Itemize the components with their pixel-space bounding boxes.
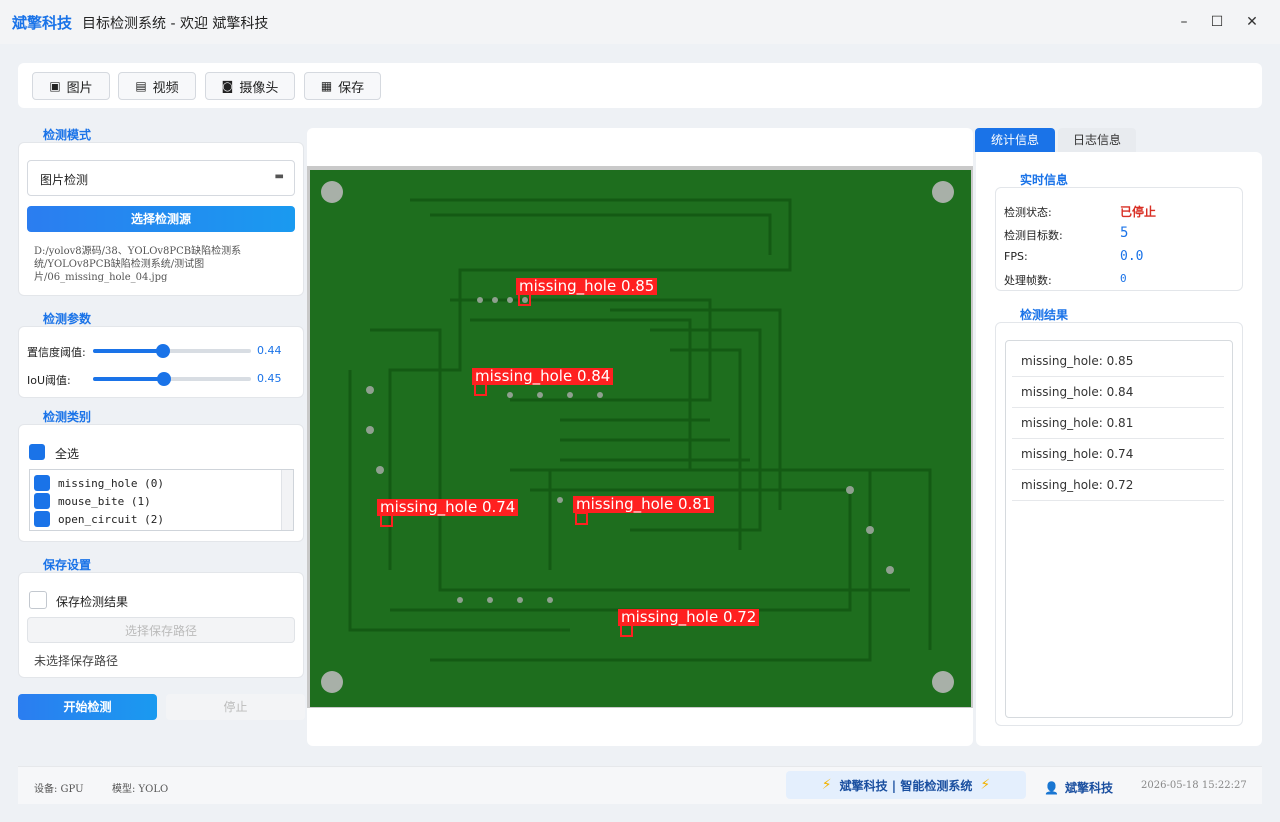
class-list-scrollbar[interactable] [281,470,293,530]
iou-value: 0.45 [257,372,282,385]
iou-slider[interactable] [93,377,251,381]
select-source-button[interactable]: 选择检测源 [27,206,295,232]
class-item[interactable]: missing_hole (0) [34,475,164,491]
detection-box [575,512,588,525]
toolbar: ▣ 图片 ▤ 视频 ◙ 摄像头 ▦ 保存 [18,63,1262,108]
conf-value: 0.44 [257,344,282,357]
source-path: D:/yolov8源码/38、YOLOv8PCB缺陷检测系统/YOLOv8PCB… [34,246,242,283]
conf-slider-fill [93,349,163,353]
brand-banner: ⚡ 斌擎科技 | 智能检测系统 ⚡ [786,771,1026,799]
classes-section-title: 检测类别 [43,410,92,424]
device-info: 设备: GPU [34,784,84,795]
image-icon: ▣ [49,79,61,93]
stat-label: 处理帧数: [1004,274,1052,287]
realtime-section-title: 实时信息 [1020,173,1069,187]
iou-label: IoU阈值: [27,374,71,387]
maximize-button[interactable]: ☐ [1210,14,1224,30]
detection-label: missing_hole 0.81 [573,496,715,513]
class-label: mouse_bite (1) [58,494,151,508]
clock: 2026-05-18 15:22:27 [1141,780,1247,791]
app-brand: 斌擎科技 [12,14,73,32]
save-button[interactable]: ▦ 保存 [304,72,381,100]
iou-slider-handle[interactable] [157,372,171,386]
close-button[interactable]: ✕ [1246,14,1258,30]
lightning-icon: ⚡ [821,777,832,793]
class-label: missing_hole (0) [58,476,164,490]
detection-label: missing_hole 0.72 [618,609,760,626]
mode-select[interactable]: 图片检测 ▬ [27,160,295,196]
user-info[interactable]: 👤 斌擎科技 [1044,779,1113,796]
detection-label: missing_hole 0.84 [472,368,614,385]
image-button[interactable]: ▣ 图片 [32,72,110,100]
class-label: open_circuit (2) [58,512,164,526]
window-title: 目标检测系统 - 欢迎 斌擎科技 [82,16,269,32]
result-item[interactable]: missing_hole: 0.72 [1012,470,1224,501]
video-button-label: 视频 [152,80,179,96]
pcb-traces [321,181,954,693]
params-section-title: 检测参数 [43,312,92,326]
result-item[interactable]: missing_hole: 0.81 [1012,408,1224,439]
camera-icon: ◙ [221,79,234,93]
conf-slider-handle[interactable] [156,344,170,358]
save-button-label: 保存 [338,80,365,96]
brand-banner-text: 斌擎科技 | 智能检测系统 [839,778,973,793]
detection-label: missing_hole 0.74 [377,499,519,516]
class-list[interactable]: missing_hole (0) mouse_bite (1) open_cir… [29,469,294,531]
dropdown-arrow-icon: ▬ [274,171,284,182]
results-list[interactable] [1005,340,1233,718]
params-card [18,326,304,398]
mode-section-title: 检测模式 [43,128,92,142]
tab-statistics[interactable]: 统计信息 [975,128,1055,152]
stat-value: 0 [1120,272,1127,285]
video-button[interactable]: ▤ 视频 [118,72,196,100]
result-item[interactable]: missing_hole: 0.74 [1012,439,1224,470]
save-icon: ▦ [320,79,333,93]
stat-label: 检测状态: [1004,206,1052,219]
detection-label: missing_hole 0.85 [516,278,658,295]
class-checkbox[interactable] [34,511,50,527]
choose-save-path-button[interactable]: 选择保存路径 [27,617,295,643]
save-section-title: 保存设置 [43,558,92,572]
class-checkbox[interactable] [34,493,50,509]
user-name: 斌擎科技 [1064,781,1113,795]
image-button-label: 图片 [66,80,93,96]
tab-logs[interactable]: 日志信息 [1058,128,1136,152]
stat-value: 已停止 [1120,205,1157,219]
iou-slider-fill [93,377,164,381]
title-bar [0,0,1280,44]
class-item[interactable]: mouse_bite (1) [34,493,151,509]
save-results-checkbox[interactable] [29,591,47,609]
stat-label: 检测目标数: [1004,229,1063,242]
model-info: 模型: YOLO [112,784,169,795]
result-item[interactable]: missing_hole: 0.84 [1012,377,1224,408]
lightning-icon: ⚡ [980,777,991,793]
save-results-label: 保存检测结果 [56,595,129,609]
select-all-label: 全选 [55,447,80,461]
conf-slider[interactable] [93,349,251,353]
conf-label: 置信度阈值: [27,346,86,359]
save-path-status: 未选择保存路径 [34,654,119,668]
stats-card [995,187,1243,291]
select-all-checkbox[interactable] [29,444,45,460]
stat-label: FPS: [1004,250,1028,263]
video-icon: ▤ [135,79,147,93]
class-item[interactable]: open_circuit (2) [34,511,164,527]
pcb-image [310,170,971,707]
result-item[interactable]: missing_hole: 0.85 [1012,346,1224,377]
class-checkbox[interactable] [34,475,50,491]
start-detection-button[interactable]: 开始检测 [18,694,157,720]
results-section-title: 检测结果 [1020,308,1069,322]
minimize-button[interactable]: – [1180,14,1188,30]
stat-value: 5 [1120,225,1129,241]
camera-button-label: 摄像头 [239,80,279,96]
stop-button[interactable]: 停止 [166,694,305,720]
camera-button[interactable]: ◙ 摄像头 [205,72,295,100]
user-icon: 👤 [1044,780,1059,795]
mode-select-value: 图片检测 [40,173,89,187]
stat-value: 0.0 [1120,249,1144,264]
status-bar [18,766,1262,804]
